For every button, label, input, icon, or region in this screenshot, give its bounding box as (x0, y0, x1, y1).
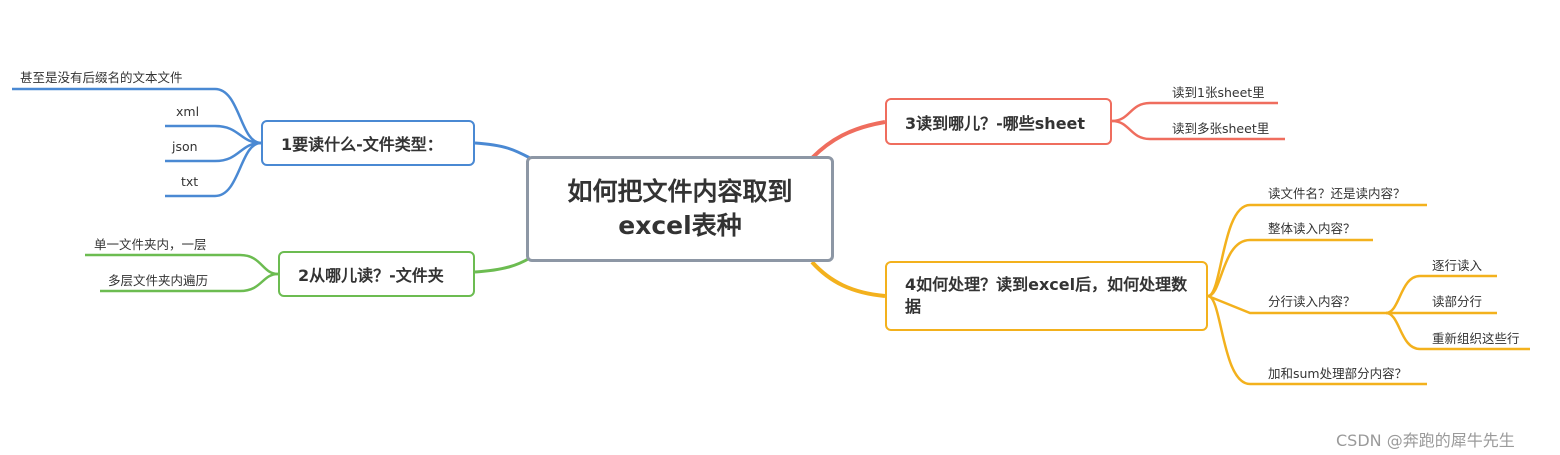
branch-folder-source[interactable]: 2从哪儿读？-文件夹 (278, 251, 475, 297)
connector-central-b4 (810, 260, 886, 298)
subleaf-partial-lines[interactable]: 读部分行 (1432, 294, 1483, 309)
connector-central-b1 (474, 141, 531, 160)
b1-leaf-connectors (12, 87, 262, 198)
b2-leaf-connectors (85, 253, 279, 293)
connector-central-b3 (810, 120, 886, 160)
central-topic[interactable]: 如何把文件内容取到 excel表种 (526, 156, 834, 262)
watermark: CSDN @奔跑的犀牛先生 (1336, 431, 1515, 450)
leaf-json[interactable]: json (172, 139, 198, 154)
branch-processing-label: 4如何处理？读到excel后，如何处理数据 (905, 275, 1188, 316)
central-topic-line2: excel表种 (618, 211, 742, 240)
branch-processing[interactable]: 4如何处理？读到excel后，如何处理数据 (885, 261, 1208, 331)
leaf-no-extension-text-file[interactable]: 甚至是没有后缀名的文本文件 (20, 70, 183, 85)
leaf-one-sheet[interactable]: 读到1张sheet里 (1172, 85, 1265, 100)
branch-target-sheet[interactable]: 3读到哪儿？-哪些sheet (885, 98, 1112, 145)
subleaf-reorganize-lines[interactable]: 重新组织这些行 (1432, 331, 1520, 346)
branch-folder-source-label: 2从哪儿读？-文件夹 (298, 266, 444, 285)
leaf-txt[interactable]: txt (181, 174, 199, 189)
leaf-sum-processing[interactable]: 加和sum处理部分内容？ (1268, 366, 1408, 381)
leaf-read-whole[interactable]: 整体读入内容？ (1268, 221, 1356, 236)
branch-file-type[interactable]: 1要读什么-文件类型： (261, 120, 475, 166)
leaf-read-by-line[interactable]: 分行读入内容？ (1268, 294, 1356, 309)
connector-central-b2 (474, 256, 531, 274)
leaf-xml[interactable]: xml (176, 104, 200, 119)
leaf-multiple-sheets[interactable]: 读到多张sheet里 (1172, 121, 1270, 136)
leaf-single-folder[interactable]: 单一文件夹内，一层 (94, 237, 207, 252)
branch-file-type-label: 1要读什么-文件类型： (281, 135, 443, 154)
b4-subleaf-connectors (1385, 274, 1530, 351)
leaf-nested-folders[interactable]: 多层文件夹内遍历 (108, 273, 209, 288)
b4-leaf-connectors (1207, 203, 1427, 386)
subleaf-line-by-line[interactable]: 逐行读入 (1432, 258, 1483, 273)
central-topic-line1: 如何把文件内容取到 (567, 177, 793, 206)
branch-target-sheet-label: 3读到哪儿？-哪些sheet (905, 113, 1086, 133)
b3-leaf-connectors (1111, 101, 1285, 141)
leaf-filename-or-content[interactable]: 读文件名？还是读内容？ (1268, 186, 1406, 201)
